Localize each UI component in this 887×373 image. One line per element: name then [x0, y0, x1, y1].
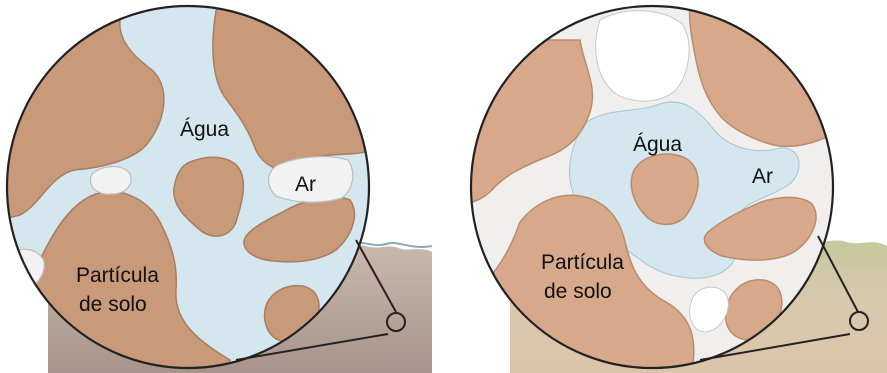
left-particle-label-line2: de solo: [79, 293, 147, 316]
right-panel: Água Ar Partícula de solo: [460, 0, 887, 373]
right-air-pocket: [596, 11, 689, 101]
left-water-label: Água: [180, 118, 229, 141]
left-air-pocket: [90, 167, 131, 195]
left-panel: Água Ar Partícula de solo: [0, 0, 432, 373]
right-particle-label-line2: de solo: [544, 280, 612, 303]
left-air-label: Ar: [295, 173, 316, 196]
right-water-label: Água: [633, 133, 682, 156]
left-particle-label-line1: Partícula: [76, 264, 159, 287]
right-air-label: Ar: [752, 165, 773, 188]
right-particle-label-line1: Partícula: [541, 251, 624, 274]
